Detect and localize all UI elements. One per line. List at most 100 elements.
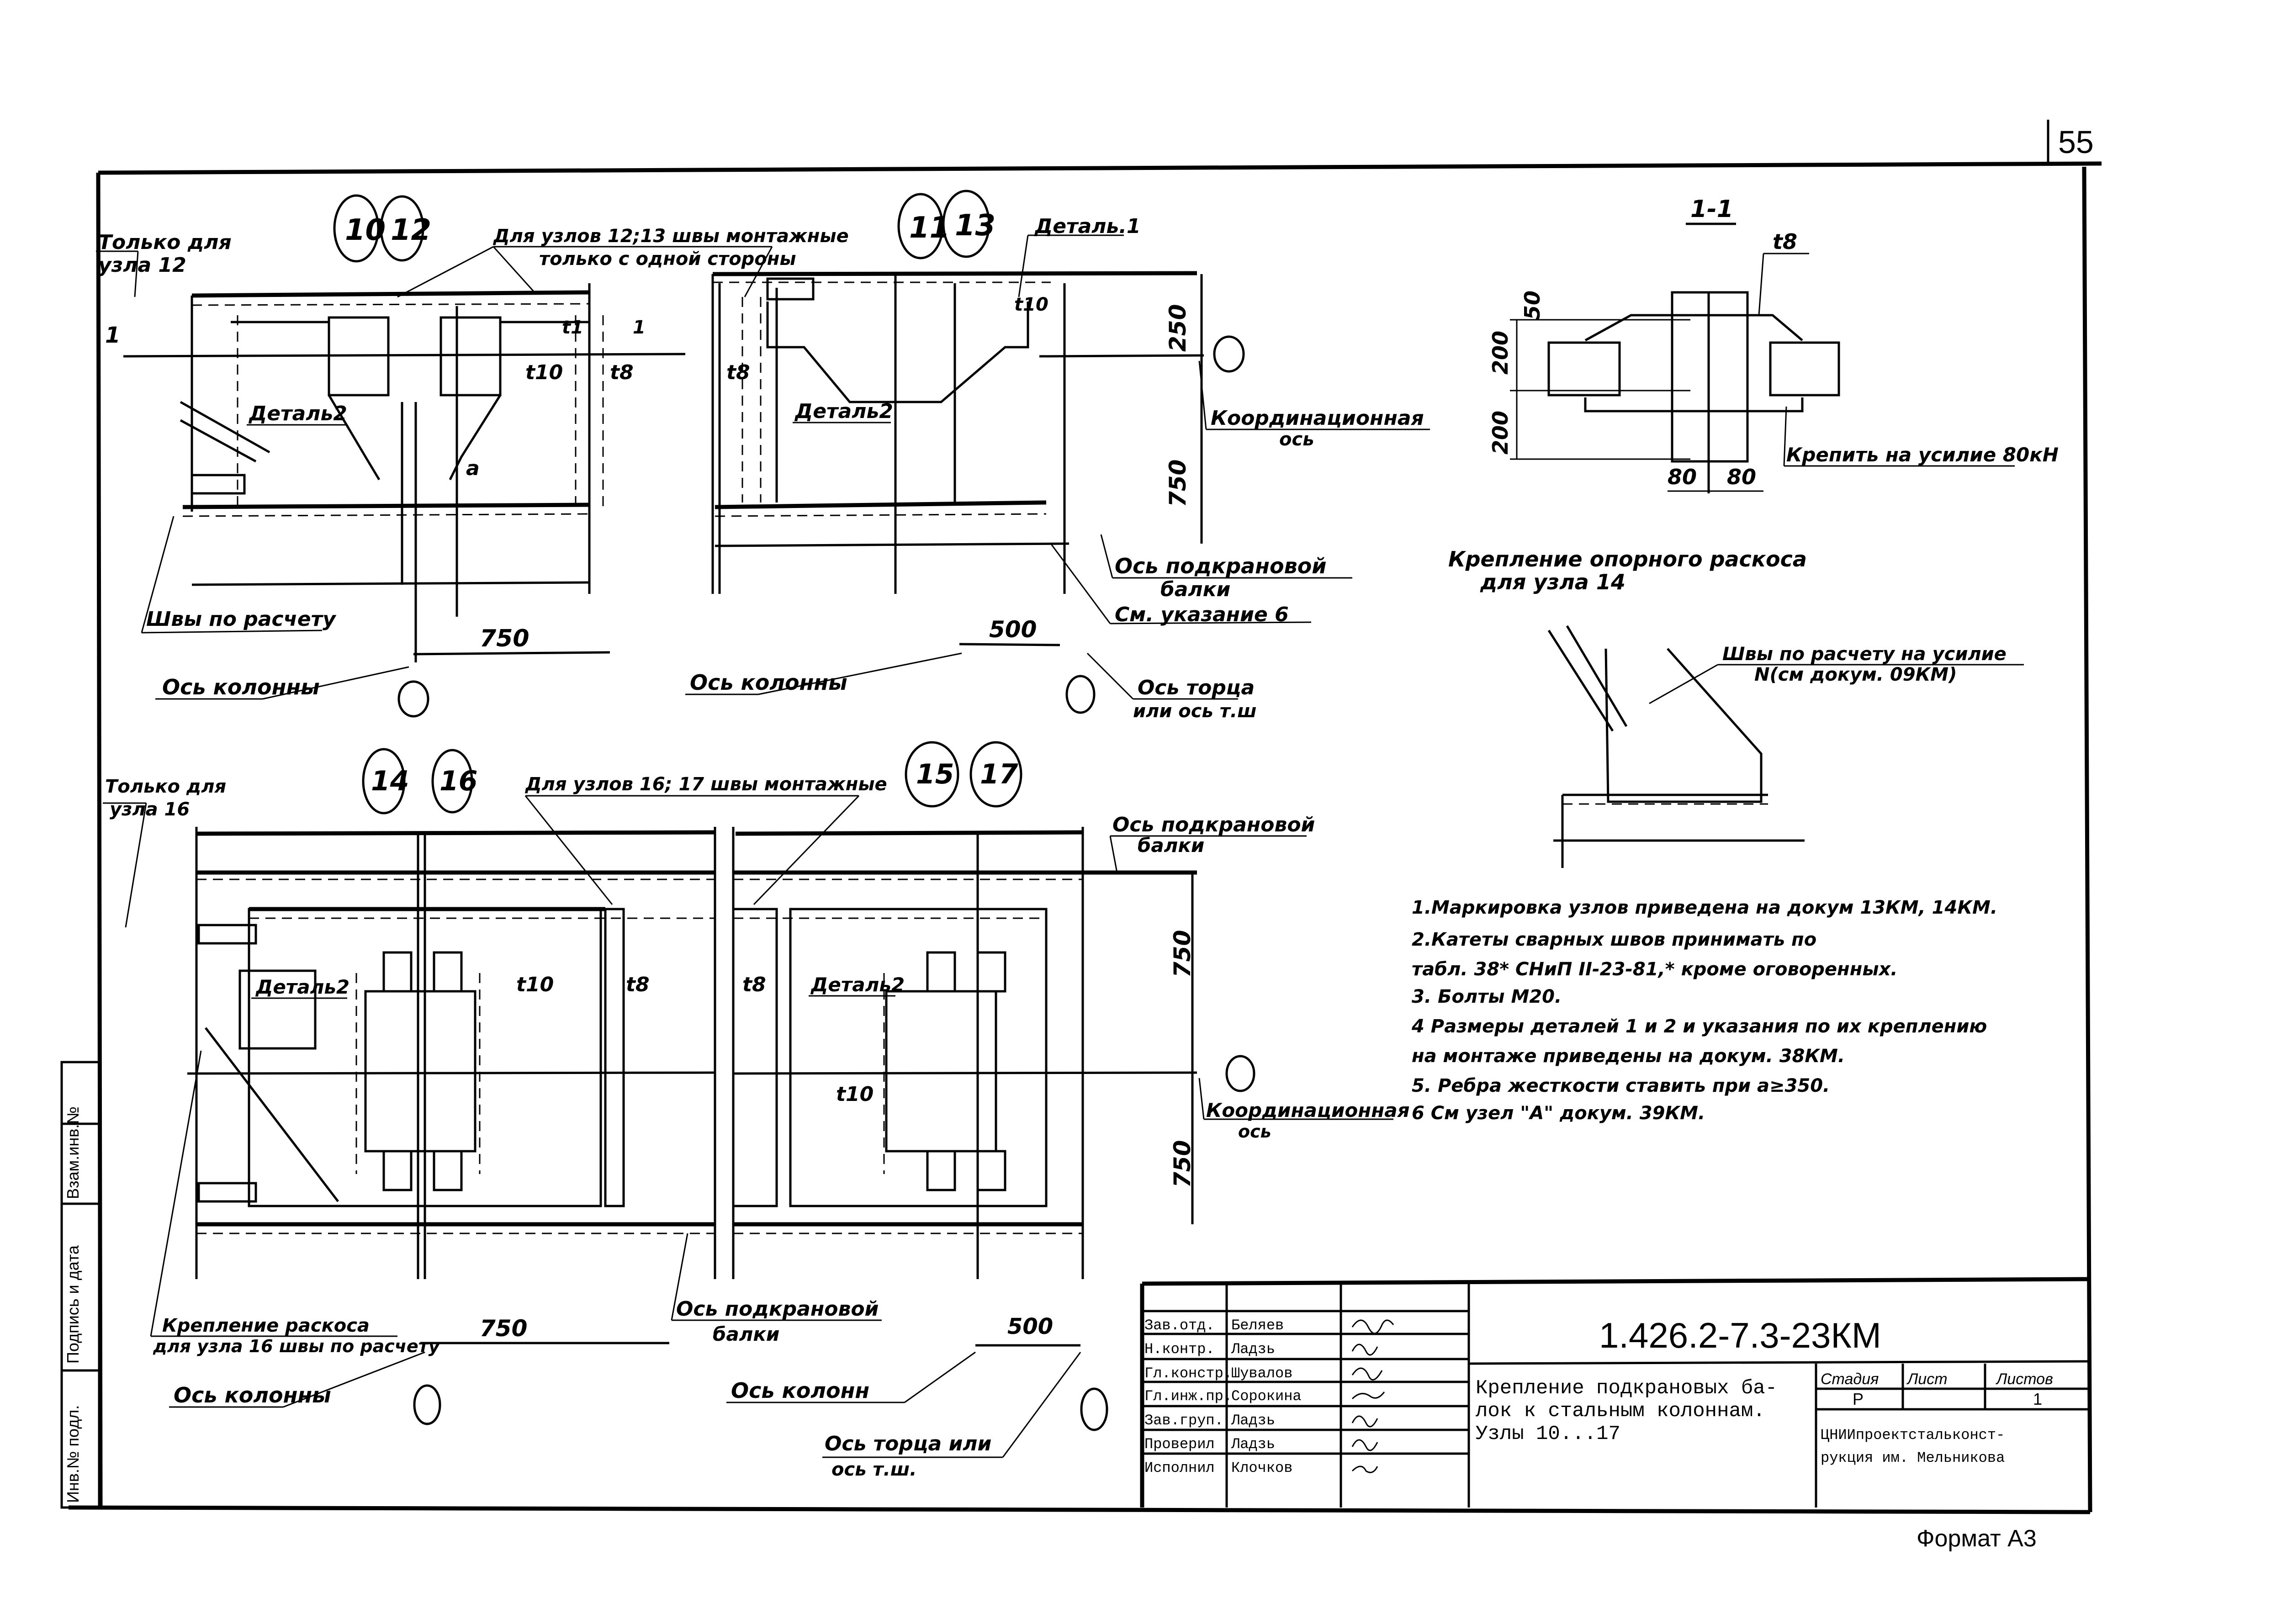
node-marker-14 xyxy=(362,748,406,815)
dim-200-upper: 200 xyxy=(1488,331,1513,375)
section-1-1: 1-1 50 200 200 t8 80 80 Крепить на усили… xyxy=(1448,196,2059,594)
coordination-axis-label-bottom-l1: Координационная xyxy=(1206,1099,1410,1121)
section-1-1-title: 1-1 xyxy=(1690,196,1733,223)
node-label-17: 17 xyxy=(980,758,1018,790)
note-brace-16-l1: Крепление раскоса xyxy=(162,1315,370,1336)
axis-end-label-bottom-l1: Ось торца или xyxy=(825,1432,991,1455)
axis-beam-label-bottom-l1: Ось подкрановой xyxy=(676,1297,879,1321)
node-marker-13 xyxy=(942,190,990,258)
detail1-label: Деталь.1 xyxy=(1034,215,1141,238)
axis-column-marker-top-left xyxy=(397,680,429,718)
sig-name-1: Беляев xyxy=(1231,1317,1284,1334)
sig-name-4: Сорокина xyxy=(1231,1388,1302,1405)
side-stamp-inv-original: Инв.№ подл. xyxy=(64,1405,82,1503)
axis-end-marker-bottom xyxy=(1080,1387,1108,1431)
signature-table: Зав.отд. Беляев Н.контр. Ладзь Гл.констр… xyxy=(1144,1317,1394,1476)
thickness-label-t1: t1 xyxy=(562,317,583,338)
note-only-for-node12-l2: узла 12 xyxy=(98,254,186,277)
sheets-header: Листов xyxy=(1996,1370,2053,1388)
node-marker-16 xyxy=(431,749,473,814)
detail2-label-top-left: Деталь2 xyxy=(248,402,347,425)
axis-beam-label-top-l2: балки xyxy=(1160,578,1230,601)
detail2-label-top-right: Деталь2 xyxy=(794,400,893,423)
node-label-14: 14 xyxy=(371,765,409,797)
node-label-10: 10 xyxy=(345,213,386,247)
thickness-label-t10-bottom-right: t10 xyxy=(836,1083,874,1106)
axis-beam-label-bottom-right-l2: балки xyxy=(1138,834,1204,857)
thickness-label-t8-bottom-right: t8 xyxy=(742,973,766,996)
dim-80-right: 80 xyxy=(1727,465,1756,489)
section-mark-1-right: 1 xyxy=(633,317,646,338)
node-label-16: 16 xyxy=(439,765,478,797)
t10-mark-top-right: t10 xyxy=(1014,294,1048,315)
thickness-label-t10-bottom-left: t10 xyxy=(516,973,554,996)
sheets-value: 1 xyxy=(2033,1390,2042,1408)
dim-200-lower: 200 xyxy=(1488,411,1513,455)
note-2-l1: 2.Катеты сварных швов принимать по xyxy=(1412,929,1816,950)
sig-role-6: Проверил xyxy=(1144,1436,1215,1453)
sig-role-1: Зав.отд. xyxy=(1144,1317,1215,1334)
title-line-2: лок к стальным колоннам. xyxy=(1476,1400,1765,1423)
note-6: 6 См узел "А" докум. 39КМ. xyxy=(1412,1103,1705,1124)
dim-500-bottom: 500 xyxy=(1007,1314,1053,1339)
node-marker-17 xyxy=(969,741,1022,808)
axis-column-label-bottom-right: Ось колонн xyxy=(731,1378,869,1403)
sig-role-5: Зав.груп. xyxy=(1144,1412,1223,1429)
title-line-1: Крепление подкрановых ба- xyxy=(1476,1377,1777,1400)
coordination-axis-label-bottom-l2: ось xyxy=(1238,1121,1271,1142)
axis-column-label-top-left: Ось колонны xyxy=(162,675,320,699)
sig-name-3: Шувалов xyxy=(1231,1365,1292,1382)
note-4-l1: 4 Размеры деталей 1 и 2 и указания по их… xyxy=(1411,1016,1987,1037)
stage-header: Стадия xyxy=(1821,1370,1879,1388)
dim-750-vertical-top: 750 xyxy=(1165,460,1191,507)
dim-line-750-top-left xyxy=(413,651,610,656)
coordination-axis-label-top-l2: ось xyxy=(1279,429,1314,450)
section-caption-l1: Крепление опорного раскоса xyxy=(1448,547,1807,571)
node-label-13: 13 xyxy=(955,209,995,243)
document-code: 1.426.2-7.3-23КМ xyxy=(1599,1315,1881,1355)
dim-250: 250 xyxy=(1165,304,1191,352)
node-marker-10 xyxy=(333,194,380,263)
detail2-label-bottom-left: Деталь2 xyxy=(255,976,349,998)
sig-name-7: Клочков xyxy=(1231,1460,1292,1476)
node-label-15: 15 xyxy=(916,758,954,790)
axis-column-label-bottom-left: Ось колонны xyxy=(174,1383,331,1407)
side-stamp-signature-date: Подпись и дата xyxy=(64,1245,82,1364)
note-5: 5. Ребра жесткости ставить при a≥350. xyxy=(1412,1075,1830,1096)
coordination-axis-marker-bottom xyxy=(1225,1055,1255,1092)
axis-beam-label-bottom-l2: балки xyxy=(713,1323,779,1345)
dim-500-top: 500 xyxy=(989,616,1037,643)
title-block: 1.426.2-7.3-23КМ Зав.отд. Беляев Н.контр… xyxy=(1140,1277,2091,1508)
sig-name-6: Ладзь xyxy=(1231,1436,1275,1453)
dim-line-500-top xyxy=(959,643,1060,646)
note-2-l2: табл. 38* СНиП II-23-81,* кроме оговорен… xyxy=(1412,959,1898,980)
axis-column-marker-bottom-left xyxy=(413,1384,441,1425)
organization-line-1: ЦНИИпроектстальконст- xyxy=(1821,1427,2005,1444)
title-line-3: Узлы 10...17 xyxy=(1476,1423,1620,1445)
note-1: 1.Маркировка узлов приведена на докум 13… xyxy=(1412,897,1997,918)
sig-name-2: Ладзь xyxy=(1231,1341,1275,1358)
note-3: 3. Болты М20. xyxy=(1412,986,1562,1007)
dim-750-vertical-upper: 750 xyxy=(1169,930,1196,978)
view-nodes-11-13: 11 13 Деталь.1 t10 t8 Деталь2 250 750 Ко… xyxy=(685,190,1430,722)
side-stamp-replaced-inv: Взам.инв.№ xyxy=(64,1106,82,1199)
axis-beam-label-bottom-right-l1: Ось подкрановой xyxy=(1112,813,1315,836)
note-only-for-node12-l1: Только для xyxy=(98,231,232,254)
thickness-label-t8: t8 xyxy=(610,361,634,384)
page-number: 55 xyxy=(2058,124,2094,160)
coordination-axis-marker-top xyxy=(1213,335,1245,373)
sig-role-2: Н.контр. xyxy=(1144,1341,1215,1358)
note-field-welds-l1: Для узлов 12;13 швы монтажные xyxy=(492,226,849,247)
thickness-label-t8-section: t8 xyxy=(1773,229,1797,254)
sheet-frame xyxy=(68,161,2102,1514)
axis-end-label-top-l2: или ось т.ш xyxy=(1133,701,1257,722)
note-force-80kn: Крепить на усилие 80кН xyxy=(1786,444,2059,466)
dim-750-top-left: 750 xyxy=(480,625,529,652)
dim-750-bottom-left: 750 xyxy=(480,1315,527,1342)
view-nodes-10-12: 10 12 Только для узла 12 Для узлов 12;13… xyxy=(96,194,849,718)
brace-note-l1: Швы по расчету на усилие xyxy=(1722,644,2007,665)
axis-end-label-bottom-l2: ось т.ш. xyxy=(831,1459,916,1480)
sig-name-5: Ладзь xyxy=(1231,1412,1275,1429)
note-welds-by-calc: Швы по расчету xyxy=(146,608,337,631)
